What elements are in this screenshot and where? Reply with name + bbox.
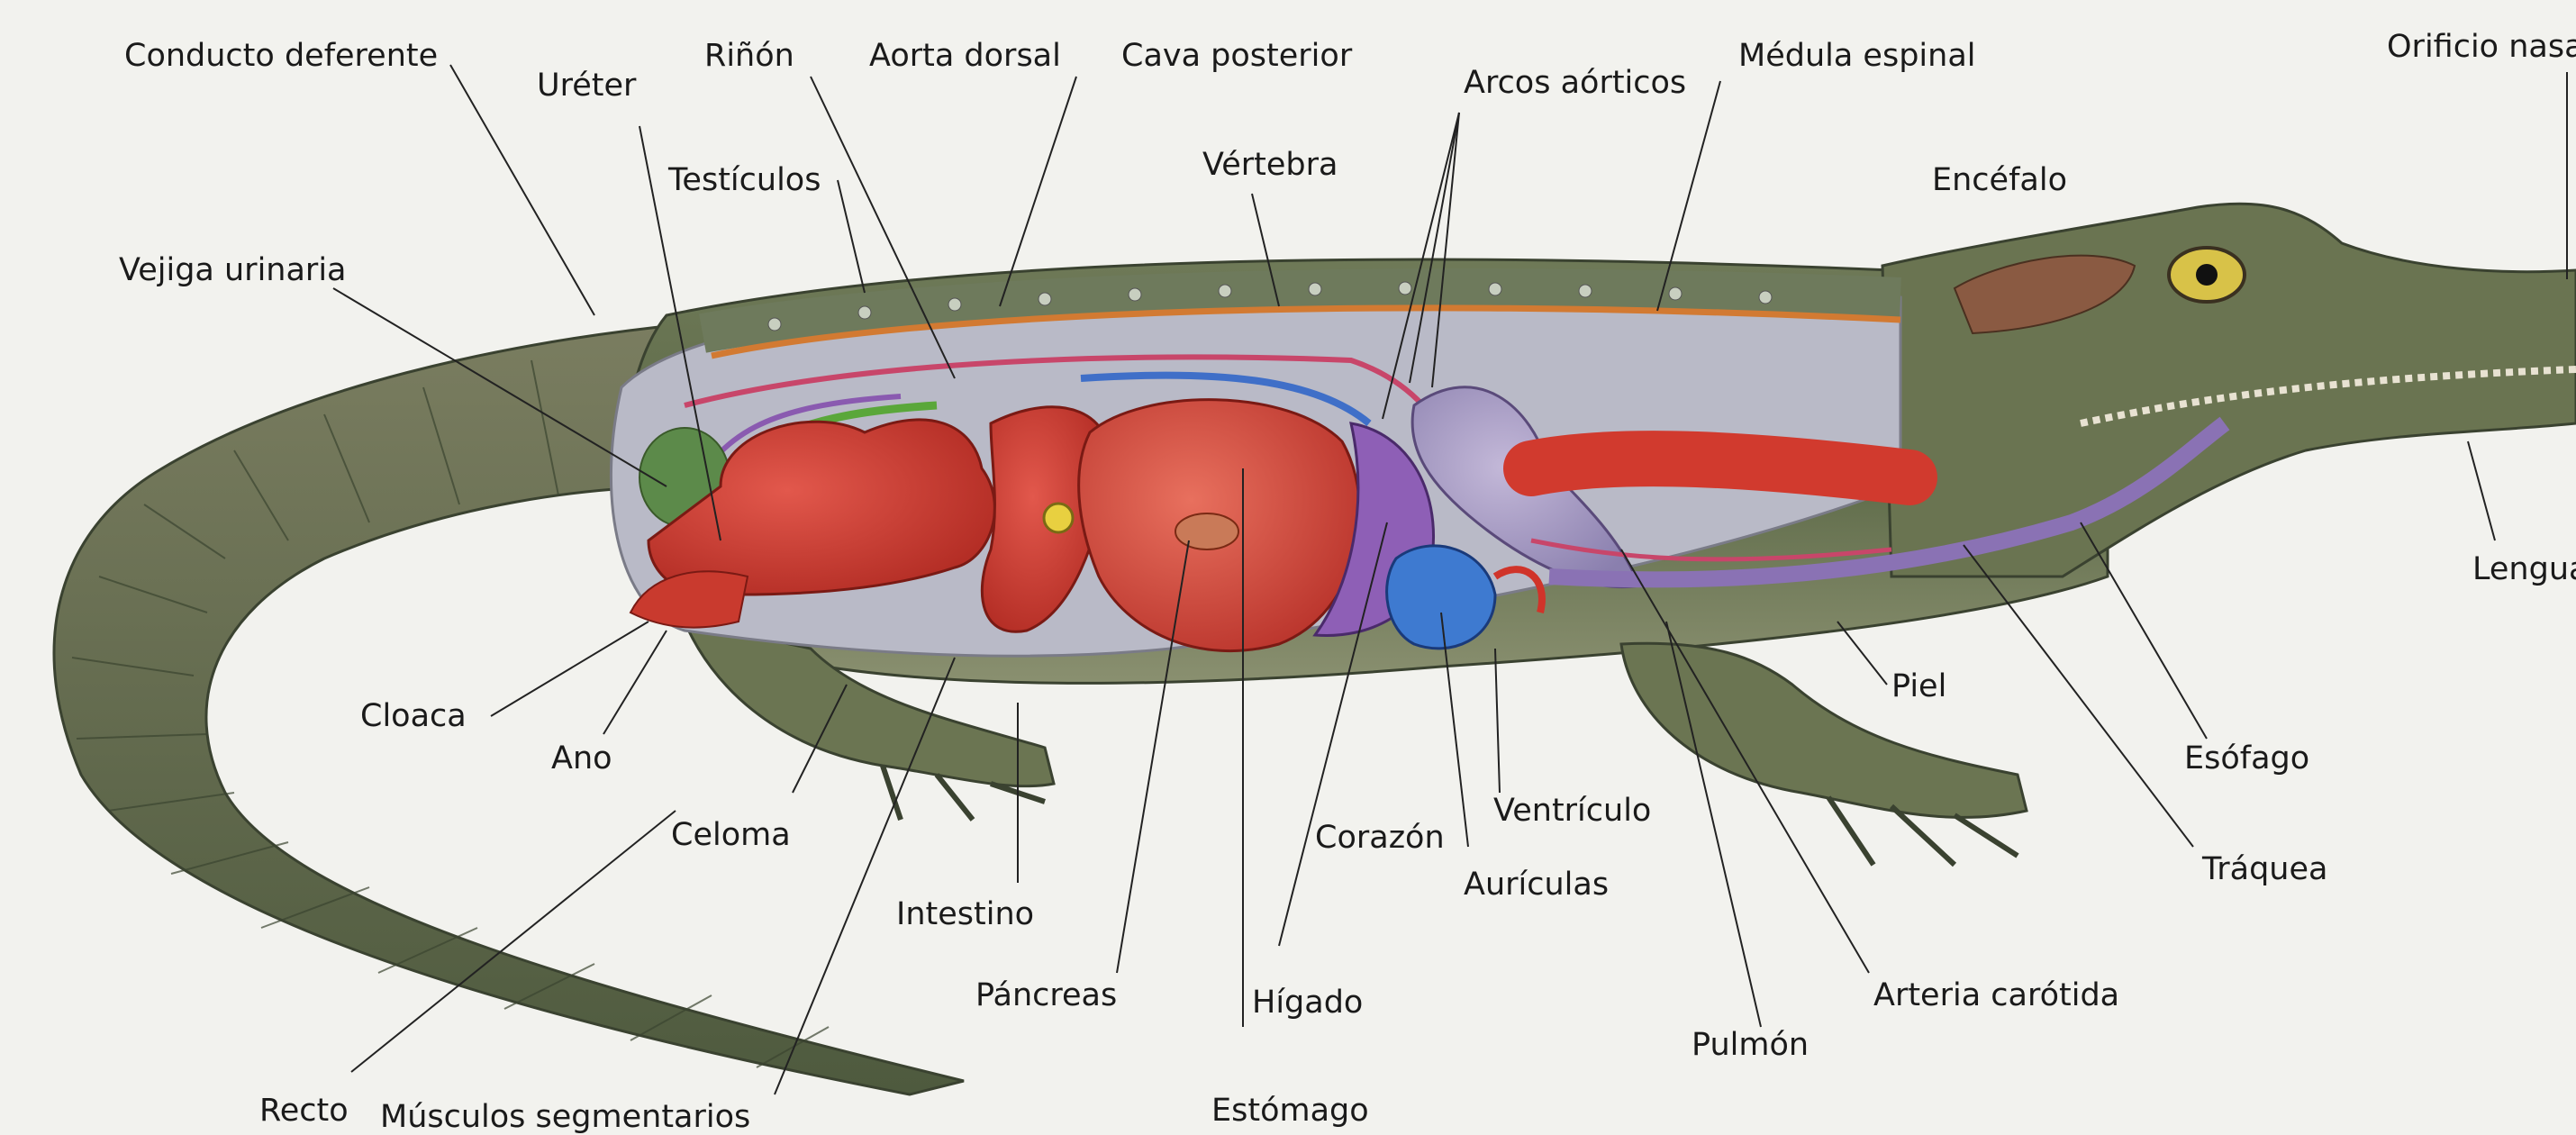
- label-estomago: Estómago: [1211, 1093, 1369, 1129]
- label-cloaca: Cloaca: [360, 698, 467, 734]
- label-lengua: Lengua: [2472, 551, 2576, 587]
- label-arteria-carotida: Arteria carótida: [1873, 977, 2119, 1013]
- esophagus: [1531, 459, 1909, 477]
- label-orificio-nasal: Orificio nasal: [2387, 29, 2576, 65]
- label-vertebra: Vértebra: [1202, 147, 1338, 183]
- front-leg: [1621, 643, 2027, 817]
- label-vejiga-urinaria: Vejiga urinaria: [119, 252, 347, 288]
- label-encefalo: Encéfalo: [1932, 162, 2067, 198]
- label-higado: Hígado: [1252, 985, 1363, 1021]
- label-intestino: Intestino: [896, 896, 1034, 932]
- label-ventriculo: Ventrículo: [1493, 793, 1651, 829]
- label-ureter: Uréter: [537, 68, 636, 104]
- label-pulmon: Pulmón: [1692, 1027, 1809, 1063]
- label-piel: Piel: [1891, 668, 1946, 704]
- label-esofago: Esófago: [2184, 740, 2309, 776]
- label-recto: Recto: [259, 1093, 349, 1129]
- label-traquea: Tráquea: [2202, 851, 2327, 887]
- label-musculos-segmentarios: Músculos segmentarios: [380, 1099, 750, 1135]
- pancreas: [1044, 504, 1073, 532]
- label-rinon: Riñón: [704, 38, 794, 74]
- label-ano: Ano: [551, 740, 612, 776]
- label-pancreas: Páncreas: [975, 977, 1117, 1013]
- label-celoma: Celoma: [671, 817, 791, 853]
- label-aorta-dorsal: Aorta dorsal: [869, 38, 1061, 74]
- label-medula-espinal: Médula espinal: [1738, 38, 1976, 74]
- label-testiculos: Testículos: [668, 162, 821, 198]
- label-conducto-deferente: Conducto deferente: [124, 38, 438, 74]
- label-cava-posterior: Cava posterior: [1121, 38, 1352, 74]
- label-arcos-aorticos: Arcos aórticos: [1464, 65, 1686, 101]
- label-auriculas: Aurículas: [1464, 867, 1609, 903]
- label-corazon: Corazón: [1315, 820, 1445, 856]
